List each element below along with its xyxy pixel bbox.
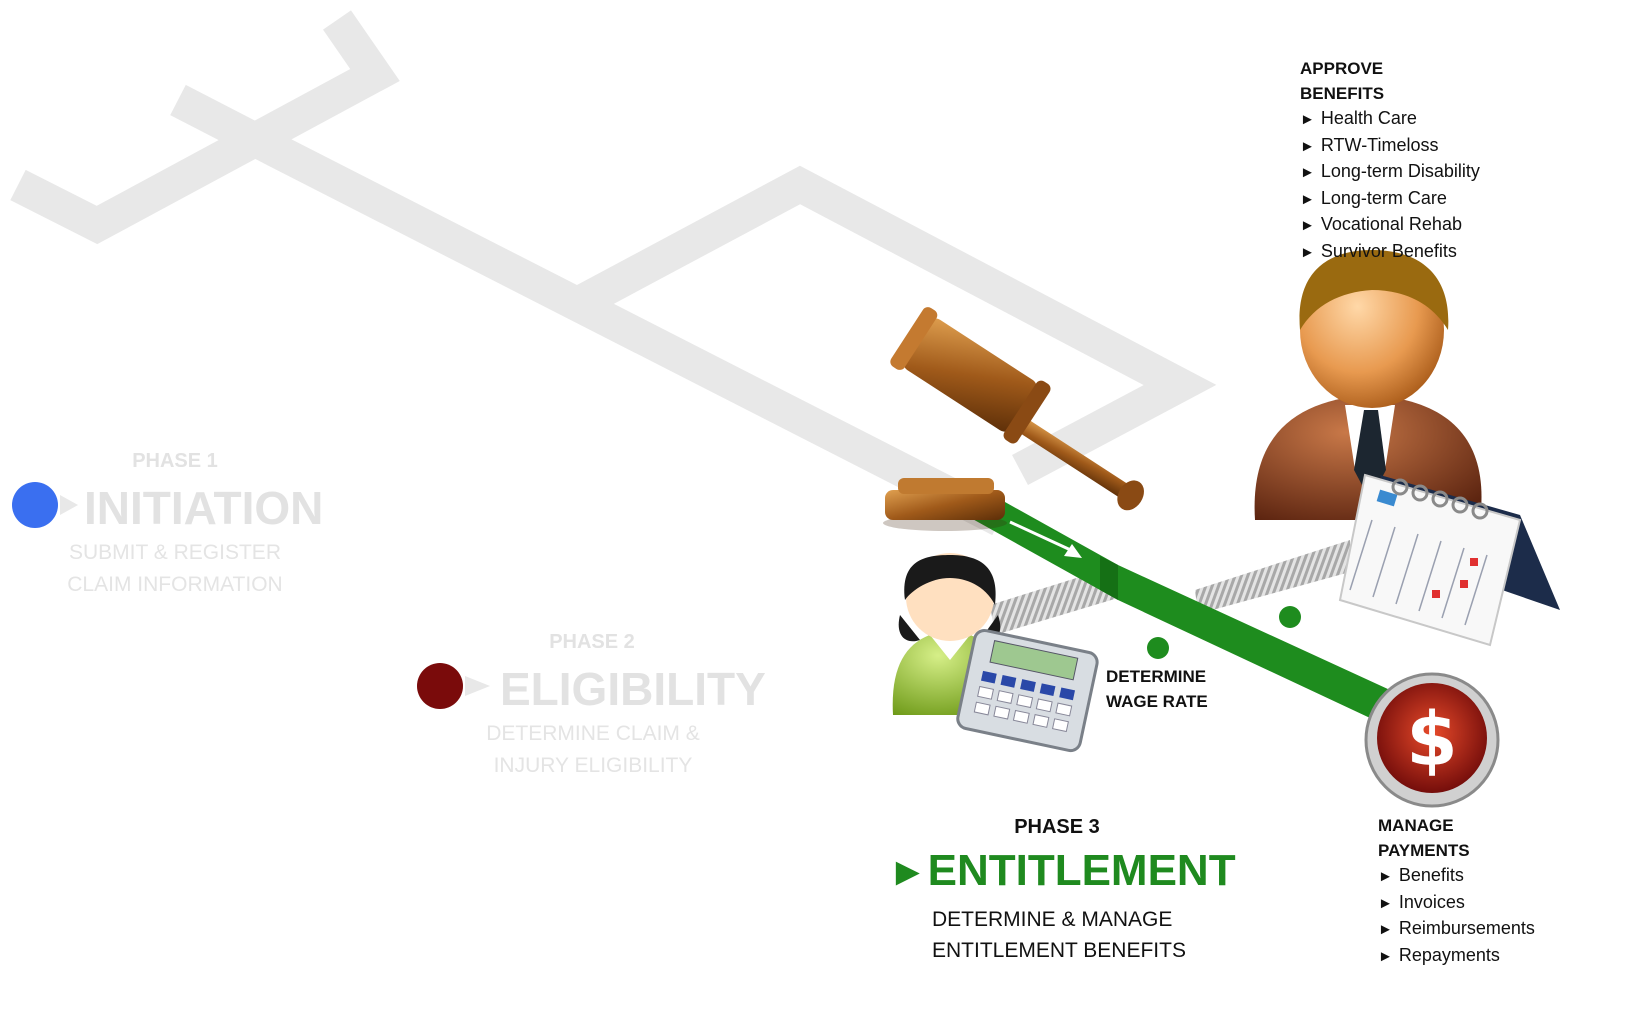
approve-benefits-block: APPROVE BENEFITS ►Health Care ►RTW-Timel… — [1300, 56, 1480, 265]
striped-connector-right — [1195, 540, 1350, 614]
phase2-subtitle: DETERMINE CLAIM & INJURY ELIGIBILITY — [486, 722, 700, 777]
phase1-subtitle: SUBMIT & REGISTER CLAIM INFORMATION — [67, 541, 283, 596]
svg-text:$: $ — [1406, 697, 1458, 783]
flow-arrow-icon — [1009, 520, 1076, 554]
manage-payments-title-1: MANAGE — [1378, 816, 1454, 835]
benefits-dot — [1279, 606, 1301, 628]
phase2-title: ELIGIBILITY — [500, 663, 766, 715]
calendar-icon — [1338, 473, 1560, 647]
calculator-icon — [956, 628, 1099, 753]
wage-rate-dot — [1147, 637, 1169, 659]
list-item: ►Benefits — [1378, 865, 1464, 885]
phase1-label: PHASE 1 — [132, 450, 218, 472]
approve-benefits-title-1: APPROVE — [1300, 59, 1384, 78]
list-item: ►Reimbursements — [1378, 918, 1535, 938]
dollar-coin-icon: $ — [1364, 672, 1500, 808]
list-item: ►Long-term Care — [1300, 187, 1447, 208]
list-item: ►Repayments — [1378, 944, 1500, 965]
phase3-title: ENTITLEMENT — [927, 846, 1236, 895]
list-item: ►RTW-Timeloss — [1300, 134, 1439, 155]
phase2-label: PHASE 2 — [549, 631, 635, 653]
list-item: ►Survivor Benefits — [1300, 240, 1457, 261]
phase1-dot — [12, 482, 58, 528]
wage-rate-label: DETERMINE WAGE RATE — [1106, 667, 1208, 711]
manage-payments-list: ►Benefits ►Invoices ►Reimbursements ►Rep… — [1378, 863, 1535, 969]
manage-payments-block: MANAGE PAYMENTS ►Benefits ►Invoices ►Rei… — [1378, 813, 1535, 969]
manage-payments-title-2: PAYMENTS — [1378, 841, 1470, 860]
approve-benefits-title-2: BENEFITS — [1300, 84, 1385, 103]
striped-connector-left — [990, 565, 1118, 635]
list-item: ►Health Care — [1300, 108, 1417, 128]
phase3-title-row: ►ENTITLEMENT — [888, 846, 1236, 896]
phase1-title: INITIATION — [84, 482, 324, 534]
green-path — [960, 502, 1390, 725]
list-item: ►Invoices — [1378, 891, 1465, 912]
faded-track — [10, 10, 1217, 536]
list-item: ►Long-term Disability — [1300, 161, 1480, 181]
phase2-dot — [417, 663, 463, 709]
green-path-highlight — [1100, 556, 1118, 600]
gavel-icon — [883, 307, 1144, 531]
phase3-label: PHASE 3 — [1014, 816, 1100, 838]
phase3-arrow-icon: ► — [888, 850, 928, 894]
approve-benefits-list: ►Health Care ►RTW-Timeloss ►Long-term Di… — [1300, 106, 1480, 265]
list-item: ►Vocational Rehab — [1300, 214, 1462, 234]
phase3-subtitle: DETERMINE & MANAGE ENTITLEMENT BENEFITS — [932, 908, 1186, 962]
